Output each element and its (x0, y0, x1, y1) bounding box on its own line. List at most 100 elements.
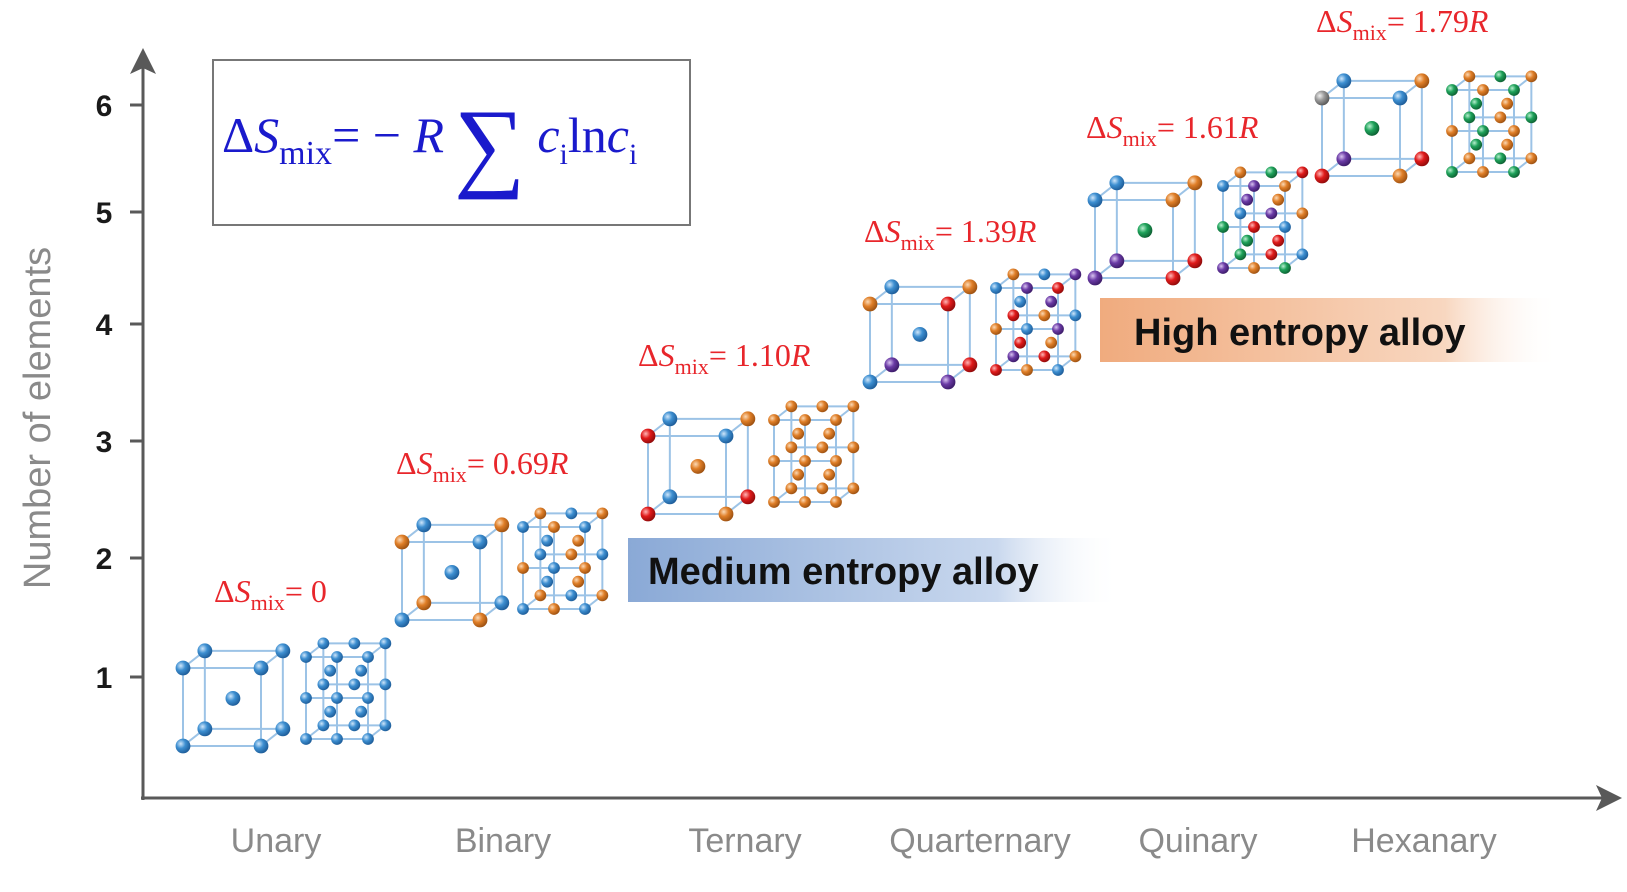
atom (517, 521, 529, 533)
atom (548, 521, 560, 533)
crystal-pair-4 (862, 268, 1082, 390)
atom (740, 411, 756, 427)
atom (596, 548, 609, 561)
atom (1446, 166, 1458, 178)
x-category-label: Unary (231, 822, 322, 860)
crystal-pair-6 (1314, 70, 1538, 184)
atom (1069, 350, 1082, 363)
x-category-label: Quarternary (889, 822, 1070, 860)
fcc-cell (517, 507, 609, 615)
atom (1477, 166, 1489, 178)
atom (662, 411, 678, 427)
atom (324, 705, 337, 718)
y-ticks: 1 2 3 4 5 6 (96, 90, 143, 695)
atom (355, 664, 368, 677)
atom (331, 733, 343, 745)
atom (416, 517, 432, 533)
atom (1279, 180, 1291, 192)
atom (1279, 221, 1291, 233)
atom (1296, 166, 1309, 179)
atom (1007, 268, 1020, 281)
atom (348, 719, 361, 732)
atom (1525, 70, 1538, 83)
atom (1069, 268, 1082, 281)
atom (718, 506, 734, 522)
atom (1007, 309, 1020, 322)
atom (275, 643, 291, 659)
atom (1525, 111, 1538, 124)
atom (830, 414, 842, 426)
atom (847, 400, 860, 413)
x-category-label: Ternary (688, 822, 801, 860)
atom (1265, 248, 1278, 261)
atom (534, 548, 547, 561)
atom (394, 534, 410, 550)
atom (1279, 262, 1291, 274)
atom (579, 603, 591, 615)
atom (1217, 262, 1229, 274)
atom (785, 482, 798, 495)
atom (1336, 151, 1352, 167)
atom (379, 719, 392, 732)
medium-entropy-band (628, 538, 1120, 602)
atom (862, 374, 878, 390)
x-category-label: Hexanary (1351, 822, 1497, 860)
atom (1508, 125, 1520, 137)
atom (740, 489, 756, 505)
atom (768, 414, 780, 426)
bcc-cell (1314, 73, 1430, 184)
atom (355, 705, 368, 718)
y-tick-label: 3 (96, 426, 113, 459)
atom (1414, 73, 1430, 89)
atom (816, 441, 829, 454)
bcc-cell (175, 643, 291, 754)
atom (1494, 111, 1507, 124)
atom (799, 455, 811, 467)
crystal-pair-1 (175, 637, 392, 754)
atom (317, 719, 330, 732)
atom (1477, 84, 1489, 96)
y-tick-label: 4 (96, 309, 113, 342)
atom (596, 589, 609, 602)
atom (1477, 125, 1489, 137)
alloy-bands: Medium entropy alloy High entropy alloy (628, 298, 1560, 602)
atom (1007, 350, 1020, 363)
bcc-cell (1087, 175, 1203, 286)
atom (1234, 207, 1247, 220)
atom (472, 612, 488, 628)
atom (990, 282, 1002, 294)
atom (816, 482, 829, 495)
atom (940, 374, 956, 390)
atom (1187, 253, 1203, 269)
atom (362, 692, 374, 704)
atom (1446, 125, 1458, 137)
atom (517, 562, 529, 574)
high-entropy-band (1100, 298, 1560, 362)
atom (962, 279, 978, 295)
atom (394, 612, 410, 628)
atom (1217, 180, 1229, 192)
atom (596, 507, 609, 520)
atom (416, 595, 432, 611)
atom (197, 721, 213, 737)
atom (1248, 262, 1260, 274)
entropy-value-binary: ΔSmix= 0.69R (396, 445, 569, 487)
atom (962, 357, 978, 373)
atom (362, 733, 374, 745)
crystal-structures (175, 70, 1538, 754)
y-tick-label: 2 (96, 543, 113, 576)
atom (1314, 168, 1330, 184)
atom (362, 651, 374, 663)
atom (1392, 90, 1408, 106)
atom (1052, 364, 1064, 376)
atom (1021, 323, 1033, 335)
y-axis-label: Number of elements (17, 247, 59, 589)
atom (548, 562, 560, 574)
atom (541, 575, 554, 588)
atom (1052, 282, 1064, 294)
atom (785, 441, 798, 454)
atom (1265, 207, 1278, 220)
atom (1045, 336, 1058, 349)
atom (1052, 323, 1064, 335)
